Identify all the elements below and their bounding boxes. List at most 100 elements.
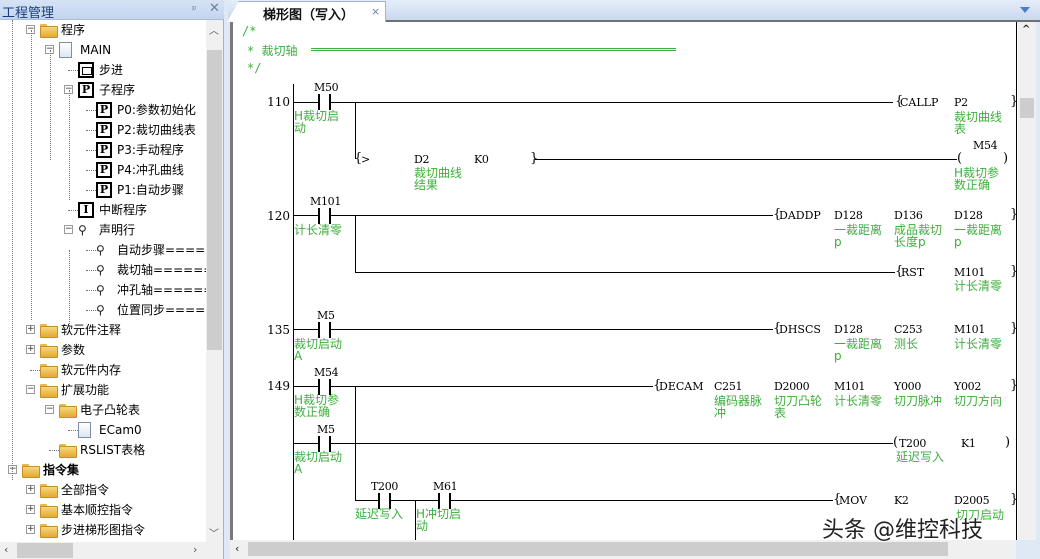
tree-horizontal-scrollbar[interactable]: ‹ › bbox=[0, 542, 206, 559]
tree-item[interactable]: + 基本顺控指令 bbox=[0, 500, 206, 520]
step-number: 135 bbox=[267, 323, 290, 337]
instruction-name[interactable]: DECAM bbox=[659, 380, 704, 393]
tree-item[interactable]: + 软元件注释 bbox=[0, 320, 206, 340]
tree-item-label: 软元件注释 bbox=[61, 323, 122, 337]
pin-icon[interactable]: ᵖ bbox=[192, 3, 197, 16]
rung-wire bbox=[293, 215, 773, 216]
bracket-open: { bbox=[773, 321, 782, 336]
expand-icon[interactable]: + bbox=[26, 504, 35, 514]
tree-item[interactable]: ⚲自动步骤===== bbox=[0, 240, 206, 260]
no-contact-t200[interactable] bbox=[378, 493, 391, 509]
scroll-right-icon[interactable]: › bbox=[193, 543, 198, 556]
folder-icon bbox=[40, 324, 58, 338]
tree-item[interactable]: ⚲裁切轴====== bbox=[0, 260, 206, 280]
tree-connector bbox=[86, 250, 98, 251]
tree-item[interactable]: 步进 bbox=[0, 60, 206, 80]
comment-close: */ bbox=[247, 61, 262, 75]
expand-icon[interactable]: + bbox=[26, 524, 35, 534]
editor-horizontal-scrollbar[interactable]: ‹ bbox=[230, 540, 1016, 559]
device-comment: 延迟写入 bbox=[355, 507, 404, 521]
operand-comment: 编码器脉 冲 bbox=[714, 394, 763, 420]
ladder-editor[interactable]: /* * 裁切轴 */ 110 M50 H裁切启 动 { CALLP P2 裁切… bbox=[230, 22, 1018, 540]
collapse-icon[interactable]: − bbox=[26, 24, 35, 34]
tree-item[interactable]: −程序 bbox=[0, 20, 206, 40]
tree-item[interactable]: +步进梯形图指令 bbox=[0, 520, 206, 540]
operand-comment: 计长清零 bbox=[834, 394, 883, 408]
scroll-thumb[interactable] bbox=[248, 542, 948, 556]
instruction-name[interactable]: DADDP bbox=[779, 209, 821, 222]
collapse-icon[interactable]: − bbox=[45, 404, 54, 414]
bracket-open: { bbox=[895, 264, 904, 279]
no-contact-m61[interactable] bbox=[438, 493, 451, 509]
tree-item[interactable]: ⚲位置同步==== bbox=[0, 300, 206, 320]
tree-item[interactable]: +全部指令 bbox=[0, 480, 206, 500]
tab-ladder-write[interactable]: 梯形图（写入） × bbox=[227, 1, 386, 23]
tree-connector bbox=[86, 270, 98, 271]
expand-icon[interactable]: + bbox=[26, 344, 35, 354]
scroll-left-icon[interactable]: ‹ bbox=[4, 543, 9, 556]
close-tab-icon[interactable]: × bbox=[371, 5, 381, 18]
no-contact-m101[interactable] bbox=[318, 208, 331, 224]
scroll-up-icon[interactable]: ︿ bbox=[209, 26, 219, 37]
bracket-open: { bbox=[354, 151, 363, 166]
tree-item[interactable]: ⚲冲孔轴====== bbox=[0, 280, 206, 300]
operand-comment: 裁切曲线 结果 bbox=[414, 166, 463, 192]
no-contact-m54[interactable] bbox=[318, 379, 331, 395]
collapse-icon[interactable]: − bbox=[26, 384, 35, 394]
instruction-name[interactable]: DHSCS bbox=[779, 323, 821, 336]
tree-item[interactable]: −指令集 bbox=[0, 460, 206, 480]
tree-item[interactable]: RSLIST表格 bbox=[0, 440, 206, 460]
operand: D128 bbox=[834, 323, 863, 336]
tree-item[interactable]: −电子凸轮表 bbox=[0, 400, 206, 420]
expand-icon[interactable]: + bbox=[26, 484, 35, 494]
scroll-thumb[interactable] bbox=[17, 543, 73, 558]
left-power-rail bbox=[293, 84, 294, 540]
collapse-icon[interactable]: − bbox=[45, 44, 54, 54]
tree-vertical-scrollbar[interactable]: ︿ ﹀ bbox=[206, 20, 223, 542]
tree-item[interactable]: −⚲声明行 bbox=[0, 220, 206, 240]
tree-item-label: 基本顺控指令 bbox=[61, 503, 134, 517]
rung-wire bbox=[355, 500, 833, 501]
scroll-up-icon[interactable]: ^ bbox=[1022, 24, 1031, 35]
collapse-icon[interactable]: − bbox=[64, 84, 73, 94]
tree-item[interactable]: −MAIN bbox=[0, 40, 206, 60]
close-panel-icon[interactable]: ✕ bbox=[209, 1, 220, 16]
scroll-thumb[interactable] bbox=[1020, 98, 1034, 118]
scroll-left-icon[interactable]: ‹ bbox=[235, 542, 240, 555]
instruction-name[interactable]: MOV bbox=[839, 494, 868, 507]
contact-device: M5 bbox=[317, 309, 335, 322]
expand-icon[interactable]: + bbox=[26, 324, 35, 334]
tree-item[interactable]: + 参数 bbox=[0, 340, 206, 360]
tree-item[interactable]: − 扩展功能 bbox=[0, 380, 206, 400]
no-contact-m5[interactable] bbox=[318, 436, 331, 452]
tree-item[interactable]: ECam0 bbox=[0, 420, 206, 440]
instruction-name[interactable]: CALLP bbox=[900, 96, 939, 109]
instruction-name[interactable]: RST bbox=[901, 266, 925, 279]
coil-open: ( bbox=[957, 151, 963, 166]
scroll-thumb[interactable] bbox=[207, 50, 222, 350]
scroll-down-icon[interactable]: ﹀ bbox=[209, 529, 219, 540]
tree-item[interactable]: 软元件内存 bbox=[0, 360, 206, 380]
tree-item-label: 参数 bbox=[61, 343, 86, 357]
no-contact-m50[interactable] bbox=[318, 94, 331, 110]
no-contact-m5[interactable] bbox=[318, 322, 331, 338]
folder-icon bbox=[22, 464, 40, 478]
collapse-icon[interactable]: − bbox=[64, 224, 73, 234]
tree-item-label: P0:参数初始化 bbox=[117, 103, 196, 117]
editor-vertical-scrollbar[interactable]: ^ bbox=[1018, 22, 1036, 540]
tab-list-dropdown-icon[interactable] bbox=[1020, 7, 1030, 13]
tree-item-label: 扩展功能 bbox=[61, 383, 110, 397]
step-number: 110 bbox=[267, 95, 290, 109]
tree-guide-line bbox=[31, 30, 32, 320]
compare-operator[interactable]: > bbox=[361, 153, 371, 166]
right-power-rail bbox=[1016, 22, 1017, 540]
bracket-open: { bbox=[773, 207, 782, 222]
coil-open: ( bbox=[893, 435, 899, 450]
